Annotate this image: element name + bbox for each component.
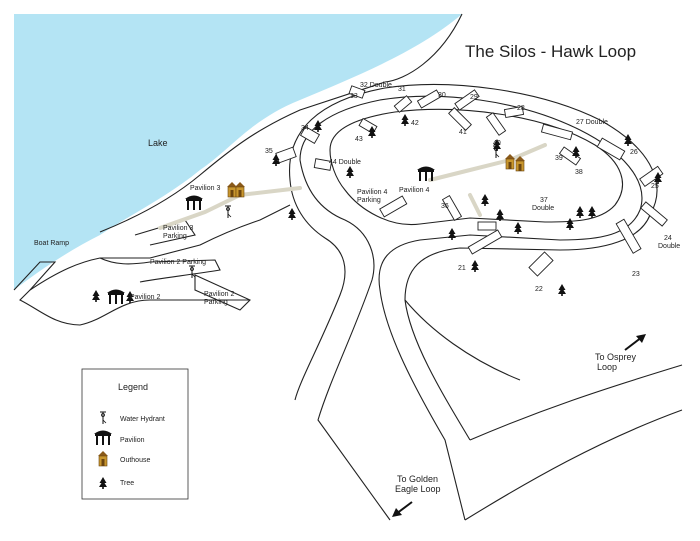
site-37-label: 37 [540, 197, 548, 204]
legend-item-hydrant: Water Hydrant [120, 416, 165, 423]
site-27-label: 27 Double [576, 119, 608, 126]
entry-road [299, 159, 391, 521]
site-40-label: 40 [493, 140, 501, 147]
pavilion-3-parking-label: Pavilion 3 [163, 225, 193, 232]
arrow-golden-icon [392, 501, 413, 517]
golden-eagle-label-2: Eagle Loop [395, 484, 441, 494]
osprey-loop-label: To Osprey [595, 352, 637, 362]
water-hydrant-icon [188, 265, 196, 279]
golden-road [404, 299, 521, 381]
site-34-label: 34 [301, 125, 309, 132]
map-title: The Silos - Hawk Loop [465, 42, 636, 61]
water-hydrant-icon [224, 205, 232, 219]
walking-path-pavilion4 [428, 143, 547, 182]
pavilion-3-icon [185, 195, 203, 210]
site-41-label: 41 [459, 129, 467, 136]
site-labels: 21 22 23 24 Double 25 26 27 Double 28 29… [265, 82, 680, 293]
pavilion-3-label: Pavilion 3 [190, 185, 220, 192]
boat-ramp-road [13, 261, 250, 326]
pavilion-4-parking-label: Pavilion 4 [357, 189, 387, 196]
site-32-label: 32 Double [360, 82, 392, 89]
site-22-label: 22 [535, 286, 543, 293]
boat-ramp-label: Boat Ramp [34, 240, 69, 247]
site-35-label: 35 [265, 148, 273, 155]
pavilion-2-icon [107, 289, 125, 304]
site-36-label: 36 [441, 203, 449, 210]
pavilion-4-icon [417, 166, 435, 181]
legend-item-tree: Tree [120, 480, 134, 487]
lakeside-road-upper [29, 204, 291, 291]
pavilion2-parking-lot [194, 274, 251, 311]
site-31-label: 31 [398, 86, 406, 93]
legend: Legend Water Hydrant Pavilion Outhouse T… [81, 368, 189, 500]
legend-title: Legend [118, 382, 148, 392]
site-39-label: 39 [555, 155, 563, 162]
site-25-label: 25 [651, 183, 659, 190]
site-33-label: 33 [350, 93, 358, 100]
site-28-label: 28 [517, 105, 525, 112]
legend-item-pavilion: Pavilion [120, 437, 145, 444]
pavilion-2-label: Pavilion 2 [130, 294, 160, 301]
lake-label: Lake [148, 138, 168, 148]
site-37-label-2: Double [532, 205, 554, 212]
walking-path-36 [468, 193, 482, 217]
osprey-road [469, 364, 683, 441]
site-29-label: 29 [470, 94, 478, 101]
site-30-label: 30 [438, 92, 446, 99]
site-38-label: 38 [575, 169, 583, 176]
osprey-loop-label-2: Loop [597, 362, 617, 372]
shoreline [99, 13, 463, 233]
inner-loop [329, 108, 623, 226]
pavilion-2-parking-label-3: Parking [204, 299, 228, 306]
inner-campground-road [299, 95, 643, 521]
entry-road-edge [289, 179, 346, 401]
lake [14, 14, 462, 290]
golden-eagle-label: To Golden [397, 474, 438, 484]
outhouse-icon [226, 181, 246, 198]
pavilion-4-parking-label-2: Parking [357, 197, 381, 204]
site-26-label: 26 [630, 149, 638, 156]
campsite-pads [275, 85, 668, 277]
site-23-label: 23 [632, 271, 640, 278]
pavilion-4-label: Pavilion 4 [399, 187, 429, 194]
walking-path-pavilion3 [158, 186, 302, 230]
site-21-label: 21 [458, 265, 466, 272]
site-24-label-2: Double [658, 243, 680, 250]
arrow-osprey-icon [624, 334, 646, 351]
pavilion-icon [94, 430, 112, 445]
pavilion-3-parking-label-2: Parking [163, 233, 187, 240]
site-43-label: 43 [355, 136, 363, 143]
osprey-road-edge [464, 409, 683, 521]
pavilion2-parking-road [99, 257, 221, 283]
legend-item-outhouse: Outhouse [120, 457, 150, 464]
pavilion-2-parking-label-2: Pavilion 2 [204, 291, 234, 298]
outer-campground-road [289, 84, 658, 441]
site-42-label: 42 [411, 120, 419, 127]
pavilion-2-parking-label: Pavilion 2 Parking [150, 259, 206, 266]
site-24-label: 24 [664, 235, 672, 242]
site-44-label: 44 Double [329, 159, 361, 166]
